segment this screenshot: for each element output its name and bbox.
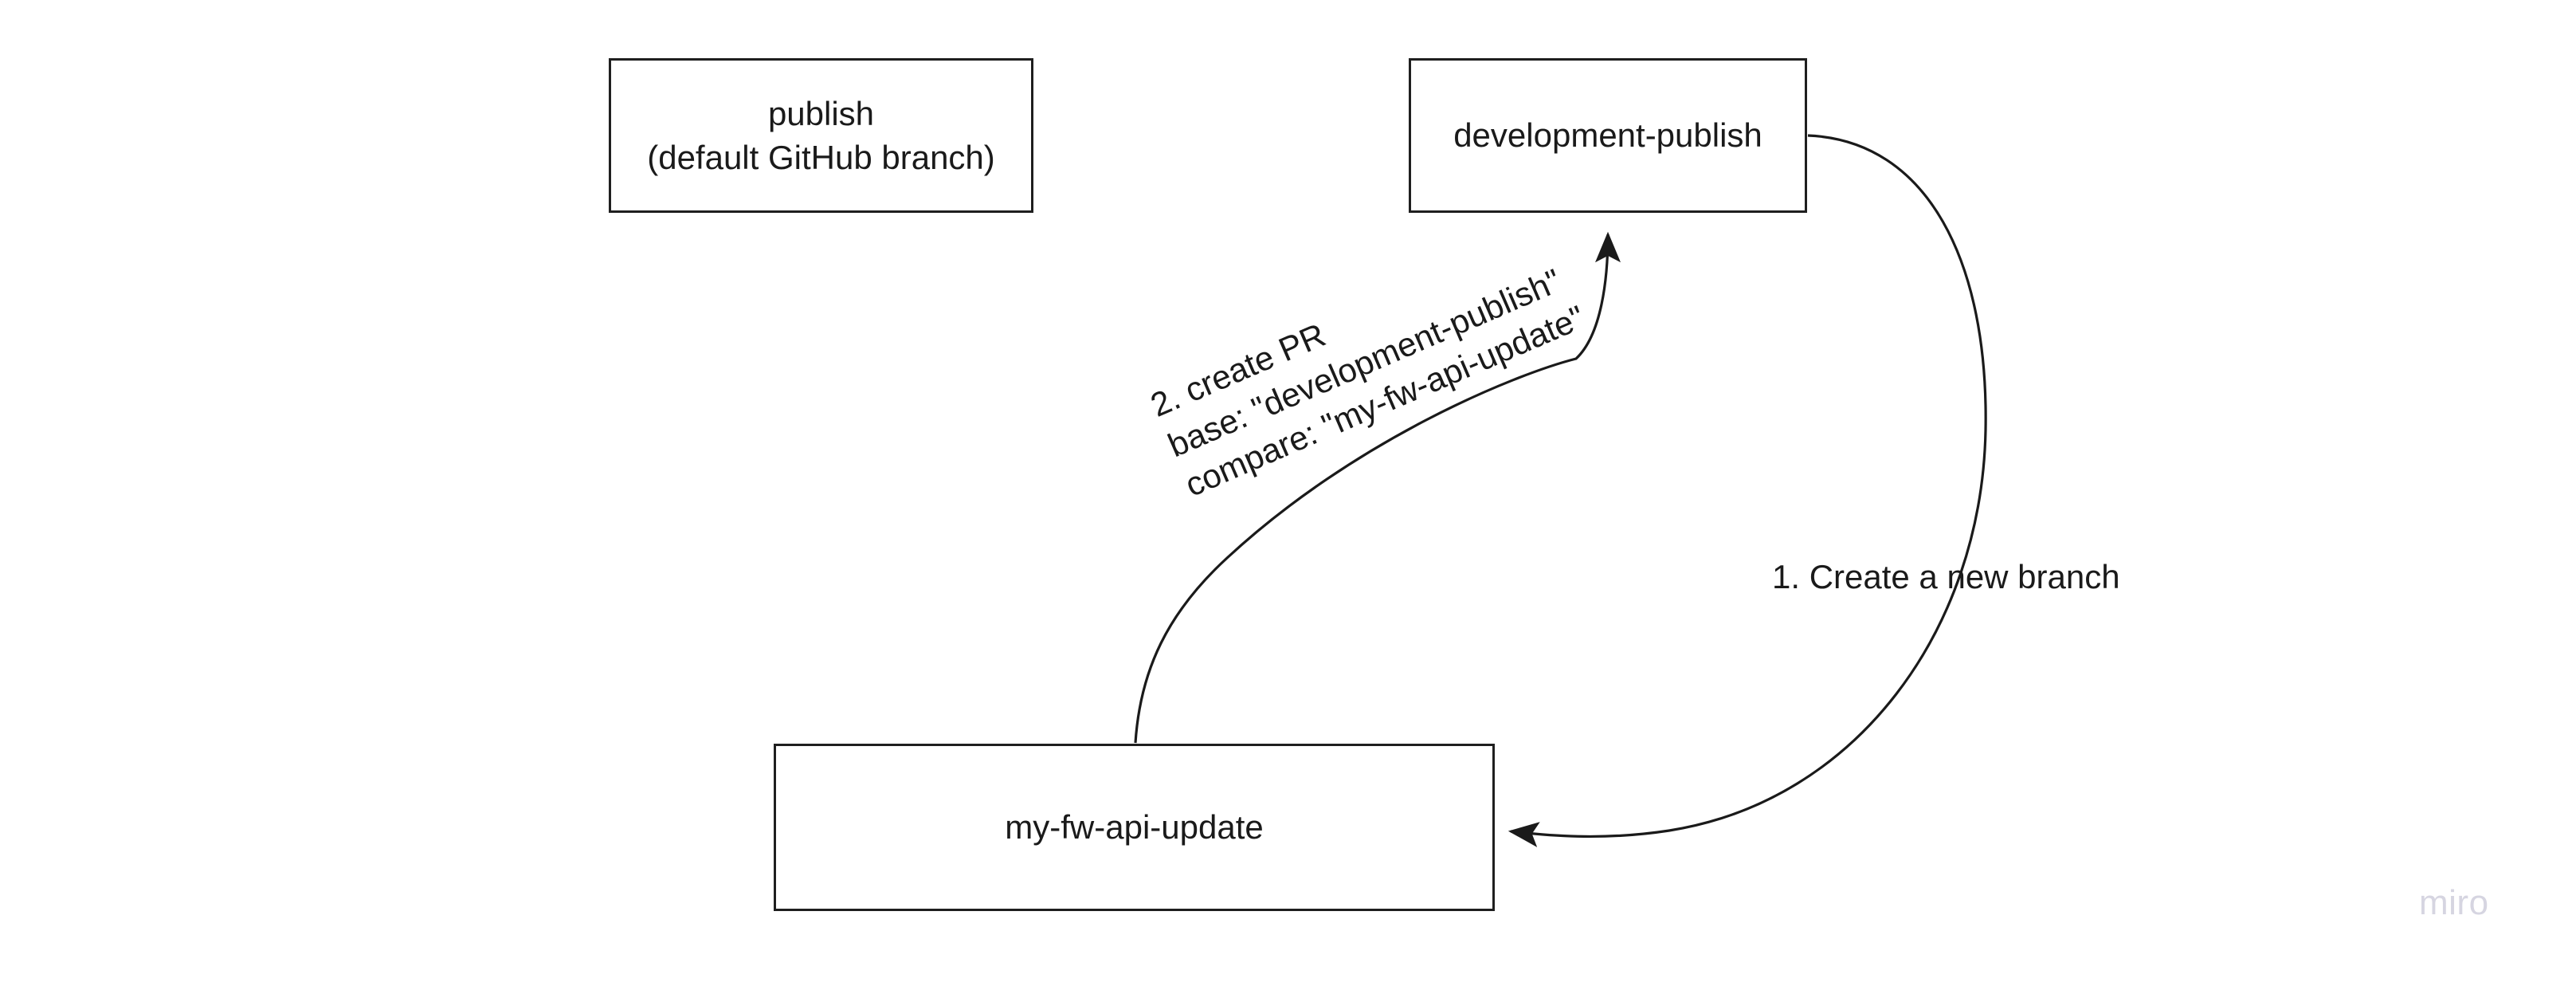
node-publish[interactable]: publish (default GitHub branch): [609, 58, 1033, 213]
edge-create-branch-path: [1508, 134, 1987, 847]
edge-create-pr-path: [1134, 231, 1621, 744]
node-development-publish[interactable]: development-publish: [1409, 58, 1807, 213]
node-my-fw-api-update[interactable]: my-fw-api-update: [774, 744, 1495, 911]
edge-label-create-branch[interactable]: 1. Create a new branch: [1772, 558, 2120, 595]
miro-watermark: miro: [2419, 883, 2489, 922]
